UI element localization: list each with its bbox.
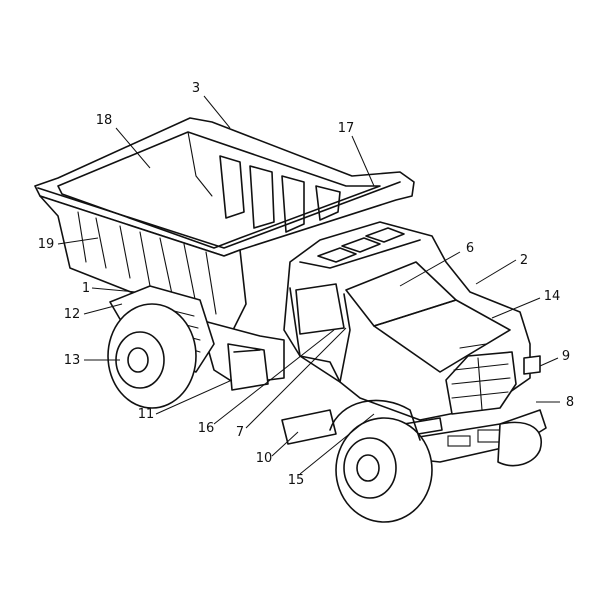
ref-label-1: 1 — [82, 281, 90, 296]
ref-label-19: 19 — [38, 237, 55, 252]
chassis — [199, 319, 337, 445]
far-front-wheel — [497, 421, 542, 467]
ref-label-13: 13 — [64, 353, 81, 368]
ref-label-15: 15 — [288, 473, 305, 488]
ref-label-8: 8 — [566, 395, 574, 410]
ref-label-3: 3 — [192, 81, 200, 96]
truck-cab — [283, 221, 547, 463]
ref-label-18: 18 — [96, 113, 113, 128]
ref-label-14: 14 — [544, 289, 561, 304]
ref-label-7: 7 — [236, 425, 244, 440]
ref-label-17: 17 — [338, 121, 355, 136]
ref-label-16: 16 — [198, 421, 215, 436]
ref-label-12: 12 — [64, 307, 81, 322]
ref-label-10: 10 — [256, 451, 273, 466]
front-fender — [329, 399, 421, 441]
ref-label-11: 11 — [138, 407, 155, 422]
ref-label-2: 2 — [520, 253, 528, 268]
rear-wheel — [107, 303, 197, 409]
front-wheel — [335, 417, 433, 523]
leader-lines — [57, 95, 560, 475]
ref-label-6: 6 — [466, 241, 474, 256]
ref-label-9: 9 — [562, 349, 570, 364]
